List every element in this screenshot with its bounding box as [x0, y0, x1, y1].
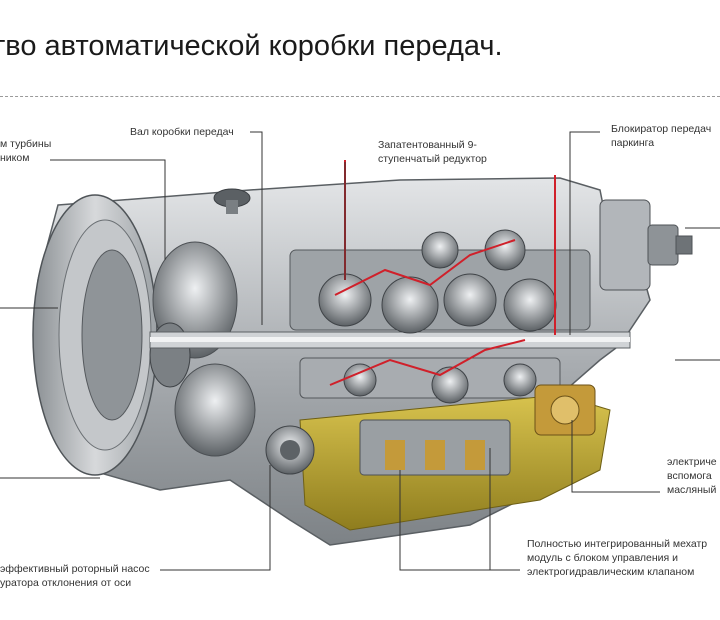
- rotor-pump: [265, 425, 315, 475]
- label-pump-line2: уратора отклонения от оси: [0, 577, 132, 589]
- label-mechatronic-line2: модуль с блоком управления и: [527, 552, 679, 564]
- label-pump-line1: эффективный роторный насос: [0, 563, 150, 575]
- label-electric-line2: вспомога: [667, 470, 712, 482]
- label-mechatronic-line1: Полностью интегрированный мехатр: [527, 538, 708, 550]
- label-turbine-line2: ником: [0, 152, 30, 164]
- label-mechatronic-line3: электрогидравлическим клапаном: [527, 566, 695, 578]
- breather-cap: [213, 188, 251, 214]
- label-electric-line3: масляный: [667, 484, 717, 496]
- title-divider: [0, 96, 720, 97]
- main-shaft: [149, 331, 631, 349]
- electric-oil-pump: [534, 384, 596, 436]
- label-shaft: Вал коробки передач: [130, 126, 234, 138]
- gearsets: [289, 229, 591, 404]
- output-flange: [599, 199, 693, 291]
- label-electric-line1: электриче: [667, 456, 717, 468]
- label-reducer-line2: ступенчатый редуктор: [378, 153, 487, 165]
- mechatronic-module: [359, 419, 511, 476]
- label-turbine-line1: м турбины: [0, 138, 52, 150]
- label-parking-line2: паркинга: [611, 137, 655, 149]
- bell-housing: [32, 194, 158, 476]
- slide-title: тво автоматической коробки передач.: [0, 30, 503, 62]
- leader-lines: [0, 131, 720, 571]
- label-reducer-line1: Запатентованный 9-: [378, 139, 477, 151]
- torque-converter: [149, 241, 256, 457]
- label-parking-line1: Блокиратор передач: [611, 123, 712, 135]
